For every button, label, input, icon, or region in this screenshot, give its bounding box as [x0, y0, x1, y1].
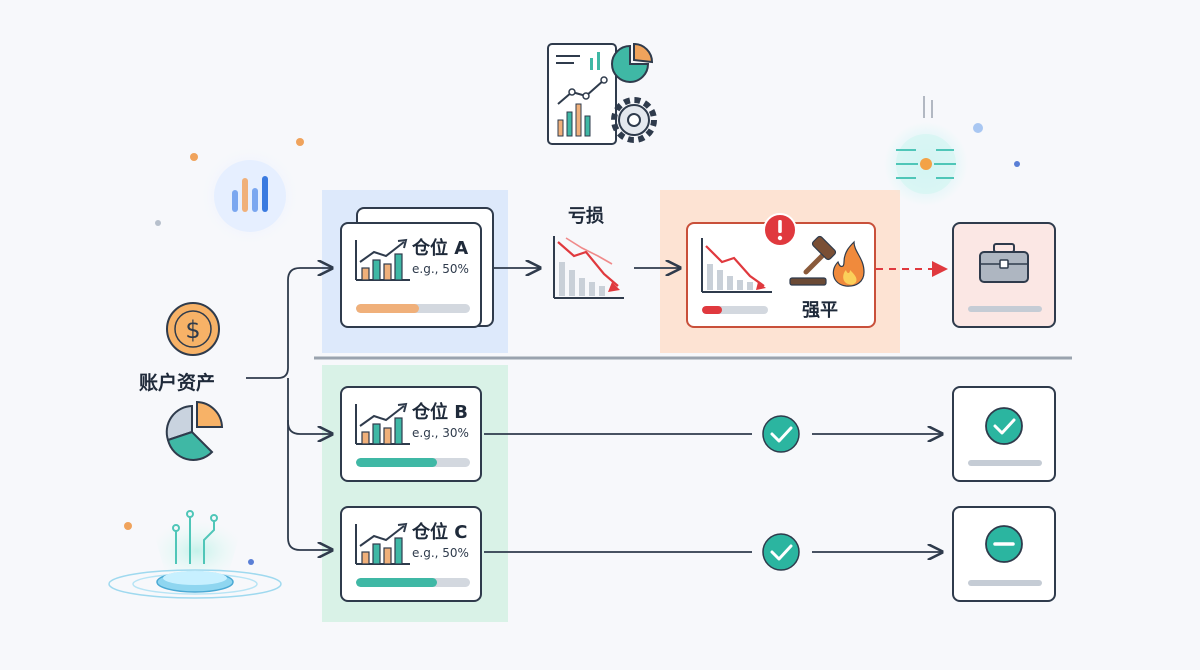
decor-dot [155, 220, 161, 226]
position-c-margin-fill [356, 578, 437, 587]
position-b-margin-bar [356, 458, 470, 467]
position-c-margin-bar [356, 578, 470, 587]
fire-icon [832, 240, 865, 287]
decor-dot [124, 522, 132, 530]
liquidation-margin-fill [702, 306, 722, 314]
decor-dot [1014, 161, 1020, 167]
position-c-title: 仓位 C [412, 522, 468, 543]
warning-icon [763, 213, 797, 247]
position-c-percent: e.g., 50% [412, 546, 469, 560]
position-b-title: 仓位 B [412, 402, 468, 423]
gavel-icon [789, 235, 837, 286]
decor-dot [190, 153, 198, 161]
decor-dot [248, 559, 254, 565]
svg-text:$: $ [185, 316, 200, 344]
dollar-coin-icon: $ [166, 302, 220, 356]
hologram-platform-icon [108, 510, 282, 599]
trend-down-icon [701, 238, 772, 293]
account-connector [246, 268, 332, 379]
position-a-margin-bar [356, 304, 470, 313]
trend-down-icon [553, 236, 624, 299]
liquidation-label: 强平 [802, 300, 838, 321]
liquidation-card[interactable]: 强平 [686, 222, 876, 328]
position-c-card[interactable]: 仓位 C e.g., 50% [340, 506, 482, 602]
position-a-percent: e.g., 50% [412, 262, 469, 276]
bar-chart-trend-up-icon [355, 238, 410, 281]
bar-chart-trend-up-icon [355, 522, 410, 565]
decor-dot [973, 123, 983, 133]
position-b-result-card[interactable] [952, 386, 1056, 482]
result-placeholder-line [968, 460, 1042, 466]
loss-label: 亏损 [568, 206, 604, 227]
result-placeholder-line [968, 306, 1042, 312]
account-connector-c [287, 420, 332, 550]
result-placeholder-line [968, 580, 1042, 586]
pie-chart-icon [165, 400, 224, 461]
account-assets-label: 账户资产 [139, 372, 216, 394]
gavel-fire-icon [789, 235, 865, 287]
position-a-title: 仓位 A [412, 238, 469, 259]
position-a-margin-fill [356, 304, 419, 313]
position-b-percent: e.g., 30% [412, 426, 469, 440]
position-b-card[interactable]: 仓位 B e.g., 30% [340, 386, 482, 482]
liquidation-arrowhead [932, 261, 948, 277]
liquidation-margin-bar [702, 306, 768, 314]
briefcase-icon [979, 243, 1029, 283]
decor-dot [296, 138, 304, 146]
bar-chart-trend-up-icon [355, 402, 410, 445]
position-c-result-card[interactable] [952, 506, 1056, 602]
liquidated-result-card[interactable] [952, 222, 1056, 328]
circuit-orb-icon [884, 96, 968, 206]
check-circle-icon [762, 533, 800, 571]
bar-chart-bubble-icon [202, 148, 298, 244]
check-circle-icon [762, 415, 800, 453]
position-a-card[interactable]: 仓位 A e.g., 50% [340, 222, 482, 328]
analytics-gear-icon [547, 42, 657, 145]
position-b-margin-fill [356, 458, 437, 467]
